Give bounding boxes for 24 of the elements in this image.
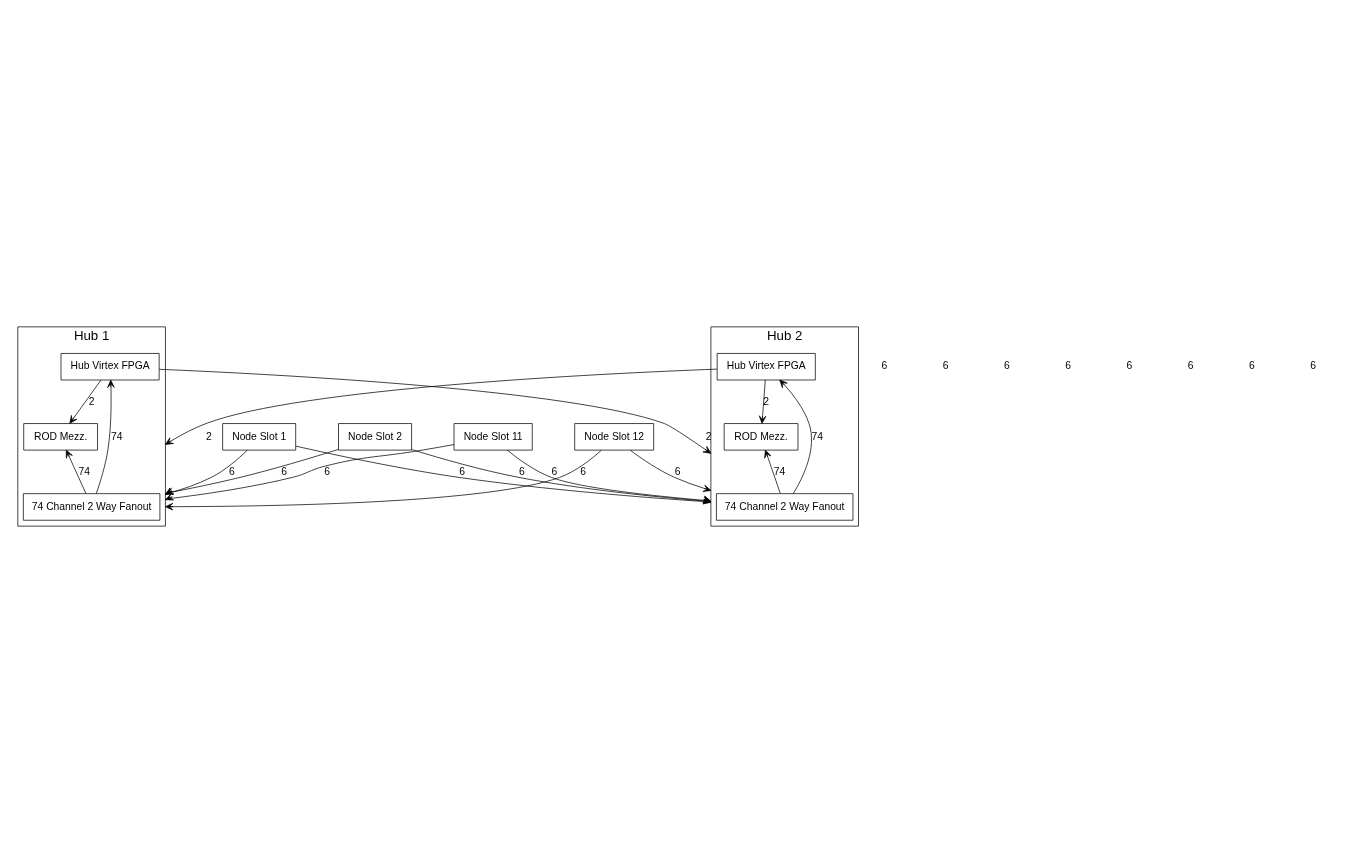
edge-label: 6 (228, 465, 235, 477)
label: 6 (1065, 359, 1071, 371)
edge-label: 2 (88, 395, 95, 406)
label: 6 (881, 359, 888, 371)
edge-label: 74 (773, 465, 786, 477)
edge-label: 6 (674, 465, 681, 477)
edge-label: 6 (281, 465, 288, 477)
edge-label: 2 (763, 395, 770, 406)
label: 6 (1126, 359, 1133, 371)
edge-label: 6 (551, 465, 558, 477)
edge-label: 6 (580, 465, 587, 477)
edge-label: 74 (811, 430, 823, 442)
edge-label: 74 (110, 430, 123, 442)
label: 6 (942, 359, 949, 371)
edge-label: 6 (519, 465, 525, 477)
edge-label: 6 (324, 465, 330, 477)
label: 6 (1187, 359, 1194, 371)
edge-label: 2 (206, 430, 212, 442)
label: 6 (1310, 359, 1317, 371)
edge-label: 74 (78, 465, 90, 477)
label: 6 (1003, 359, 1010, 371)
edge-label: 6 (459, 465, 466, 477)
edge-label: 2 (705, 430, 712, 442)
label: 6 (1249, 359, 1255, 371)
